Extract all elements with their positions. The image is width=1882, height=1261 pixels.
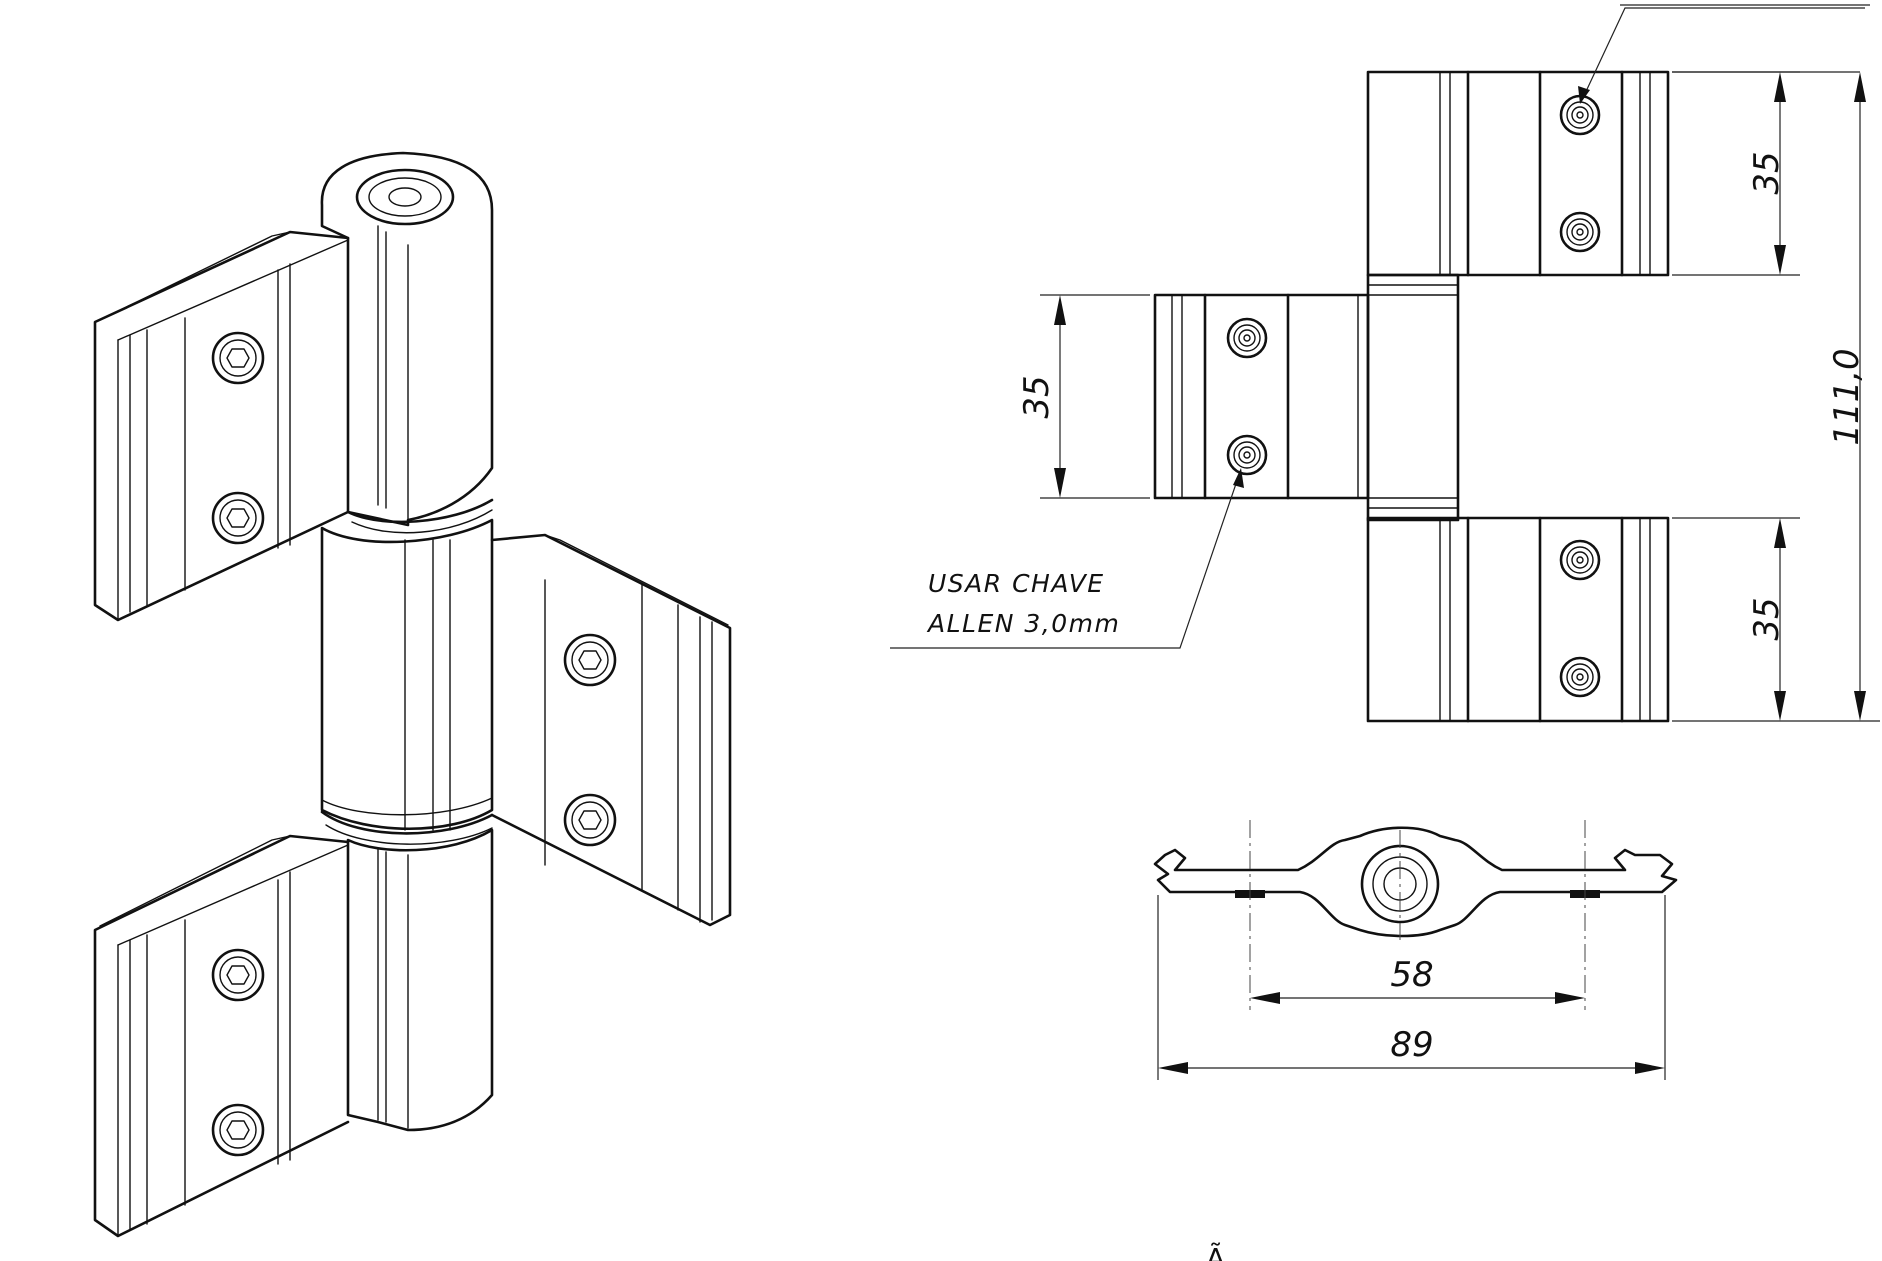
top-section-view: 58 89 xyxy=(1153,820,1678,1080)
dim-label-middle: 35 xyxy=(1017,375,1057,418)
front-middle-leaf xyxy=(1153,293,1370,500)
front-upper-leaf xyxy=(1366,70,1670,277)
dimension-upper-leaf: 35 xyxy=(1672,71,1800,276)
bottom-leaf xyxy=(93,834,350,1238)
dim-label-total: 111,0 xyxy=(1827,348,1867,445)
front-elevation-view: 35 111,0 35 35 xyxy=(890,4,1880,723)
front-lower-leaf xyxy=(1366,516,1670,723)
leader-lines xyxy=(890,7,1865,649)
dim-label-89: 89 xyxy=(1390,1025,1433,1065)
isometric-hinge-view xyxy=(93,151,732,1238)
note-line-1: USAR CHAVE xyxy=(928,569,1105,598)
dimension-overall-width: 89 xyxy=(1158,1025,1665,1074)
dim-label-lower: 35 xyxy=(1747,597,1787,640)
dimension-total-height: 111,0 xyxy=(1620,4,1880,722)
front-knuckle xyxy=(1366,273,1460,522)
profile-outline xyxy=(1153,826,1678,938)
dimension-middle-leaf: 35 xyxy=(1017,294,1150,499)
note-line-2: ALLEN 3,0mm xyxy=(926,609,1120,638)
dim-label-upper: 35 xyxy=(1747,151,1787,194)
partial-caption: Ã xyxy=(1206,1242,1225,1261)
bottom-knuckle xyxy=(346,828,494,1132)
top-leaf xyxy=(93,230,350,622)
middle-leaf xyxy=(490,533,732,927)
top-knuckle xyxy=(320,151,494,527)
middle-knuckle xyxy=(320,518,494,831)
dim-label-58: 58 xyxy=(1390,955,1433,995)
dimension-lower-leaf: 35 xyxy=(1672,517,1800,721)
dimension-screw-spacing: 58 xyxy=(1250,955,1585,1004)
